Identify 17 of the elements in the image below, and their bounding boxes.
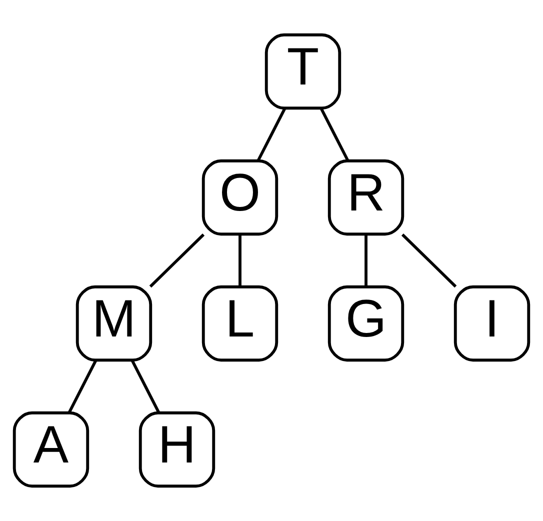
node-box: G: [328, 285, 404, 362]
connector: [149, 234, 205, 288]
connector: [364, 234, 368, 287]
connector: [130, 360, 160, 414]
connector: [320, 108, 350, 162]
connector: [256, 108, 286, 162]
node-box: L: [202, 285, 278, 362]
connector: [238, 234, 242, 287]
connector: [68, 360, 98, 414]
node-box: H: [138, 411, 216, 488]
node-box: O: [202, 159, 278, 236]
node-box: I: [454, 285, 530, 362]
connector: [401, 234, 457, 288]
node-box: T: [264, 33, 342, 110]
node-box: R: [328, 159, 404, 236]
node-box: M: [76, 285, 152, 362]
node-box: A: [12, 411, 90, 488]
